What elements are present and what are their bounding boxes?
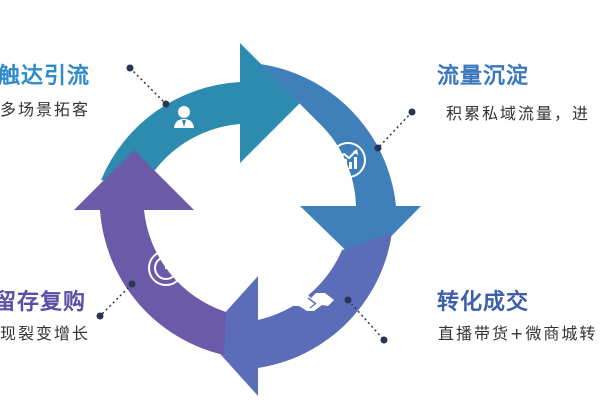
- segment-retain-traffic: [260, 64, 421, 266]
- step-title-retain-traffic: 流量沉淀: [437, 64, 530, 89]
- step-subtitle-retain-traffic: 积累私域流量，进: [446, 104, 591, 123]
- segment-reach: [101, 43, 300, 187]
- step-title-repurchase: 留存复购: [0, 290, 87, 315]
- step-subtitle-repurchase: 现裂变增长: [0, 324, 91, 343]
- connector-repurchase: [96, 280, 136, 320]
- segment-repurchase: [74, 150, 226, 355]
- handshake-icon: [290, 293, 334, 311]
- step-subtitle-reach: 多场景拓客: [0, 100, 91, 119]
- growth-chart-icon: [330, 142, 366, 178]
- connector-retain-traffic: [374, 108, 416, 152]
- step-title-reach: 触达引流: [0, 64, 91, 89]
- step-title-convert: 转化成交: [437, 290, 530, 315]
- connector-reach: [126, 64, 170, 108]
- connector-convert: [344, 296, 388, 344]
- pie-chart-icon: [148, 250, 184, 286]
- step-subtitle-convert: 直播带货+微商城转: [438, 324, 598, 343]
- segment-convert: [204, 233, 392, 396]
- user-icon: [174, 106, 194, 128]
